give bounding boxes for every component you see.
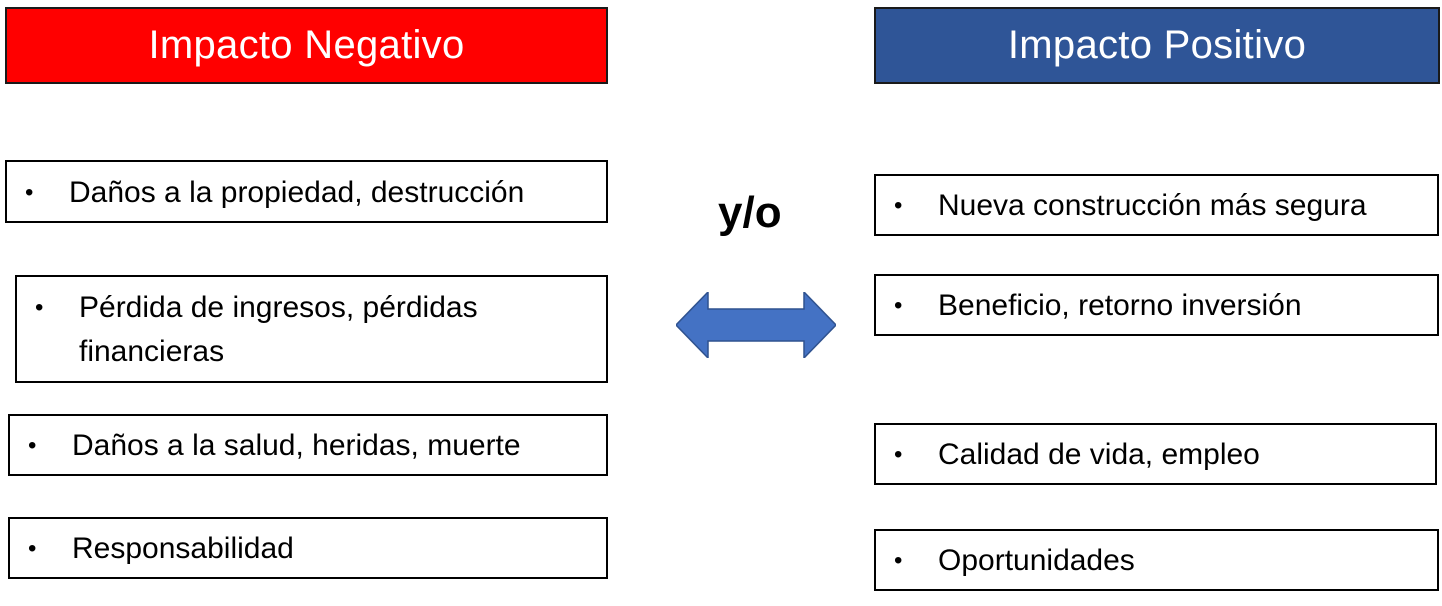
bullet-icon: • [28,432,37,459]
bullet-icon: • [35,294,44,321]
bullet-icon: • [28,535,37,562]
positive-impact-header: Impacto Positivo [874,7,1440,84]
bullet-icon: • [25,179,34,206]
positive-item-text: Nueva construcción más segura [938,189,1367,222]
bullet-icon: • [894,441,903,468]
positive-item-construction: • Nueva construcción más segura [874,174,1439,236]
double-arrow-icon [676,292,836,358]
negative-item-liability: • Responsabilidad [8,517,608,579]
positive-item-text: Calidad de vida, empleo [938,438,1260,471]
positive-item-benefit: • Beneficio, retorno inversión [874,274,1439,336]
bullet-icon: • [894,292,903,319]
positive-item-text: Beneficio, retorno inversión [938,289,1302,322]
negative-item-health: • Daños a la salud, heridas, muerte [8,414,608,476]
positive-item-quality: • Calidad de vida, empleo [874,423,1437,485]
negative-item-text: Daños a la propiedad, destrucción [69,176,525,209]
negative-impact-header: Impacto Negativo [5,7,608,84]
negative-item-text: Responsabilidad [72,532,294,565]
negative-item-damage: • Daños a la propiedad, destrucción [5,160,608,223]
bullet-icon: • [894,547,903,574]
negative-item-text-line1: Pérdida de ingresos, pérdidas [79,291,478,324]
and-or-label: y/o [718,188,782,237]
negative-item-text-line2: financieras [79,335,225,368]
positive-impact-title: Impacto Positivo [1007,23,1307,67]
bullet-icon: • [894,192,903,219]
positive-item-opportunities: • Oportunidades [874,529,1439,591]
negative-item-text: Daños a la salud, heridas, muerte [72,429,521,462]
positive-item-text: Oportunidades [938,544,1135,577]
negative-impact-title: Impacto Negativo [148,23,465,67]
negative-item-income: • Pérdida de ingresos, pérdidas financie… [15,275,608,383]
